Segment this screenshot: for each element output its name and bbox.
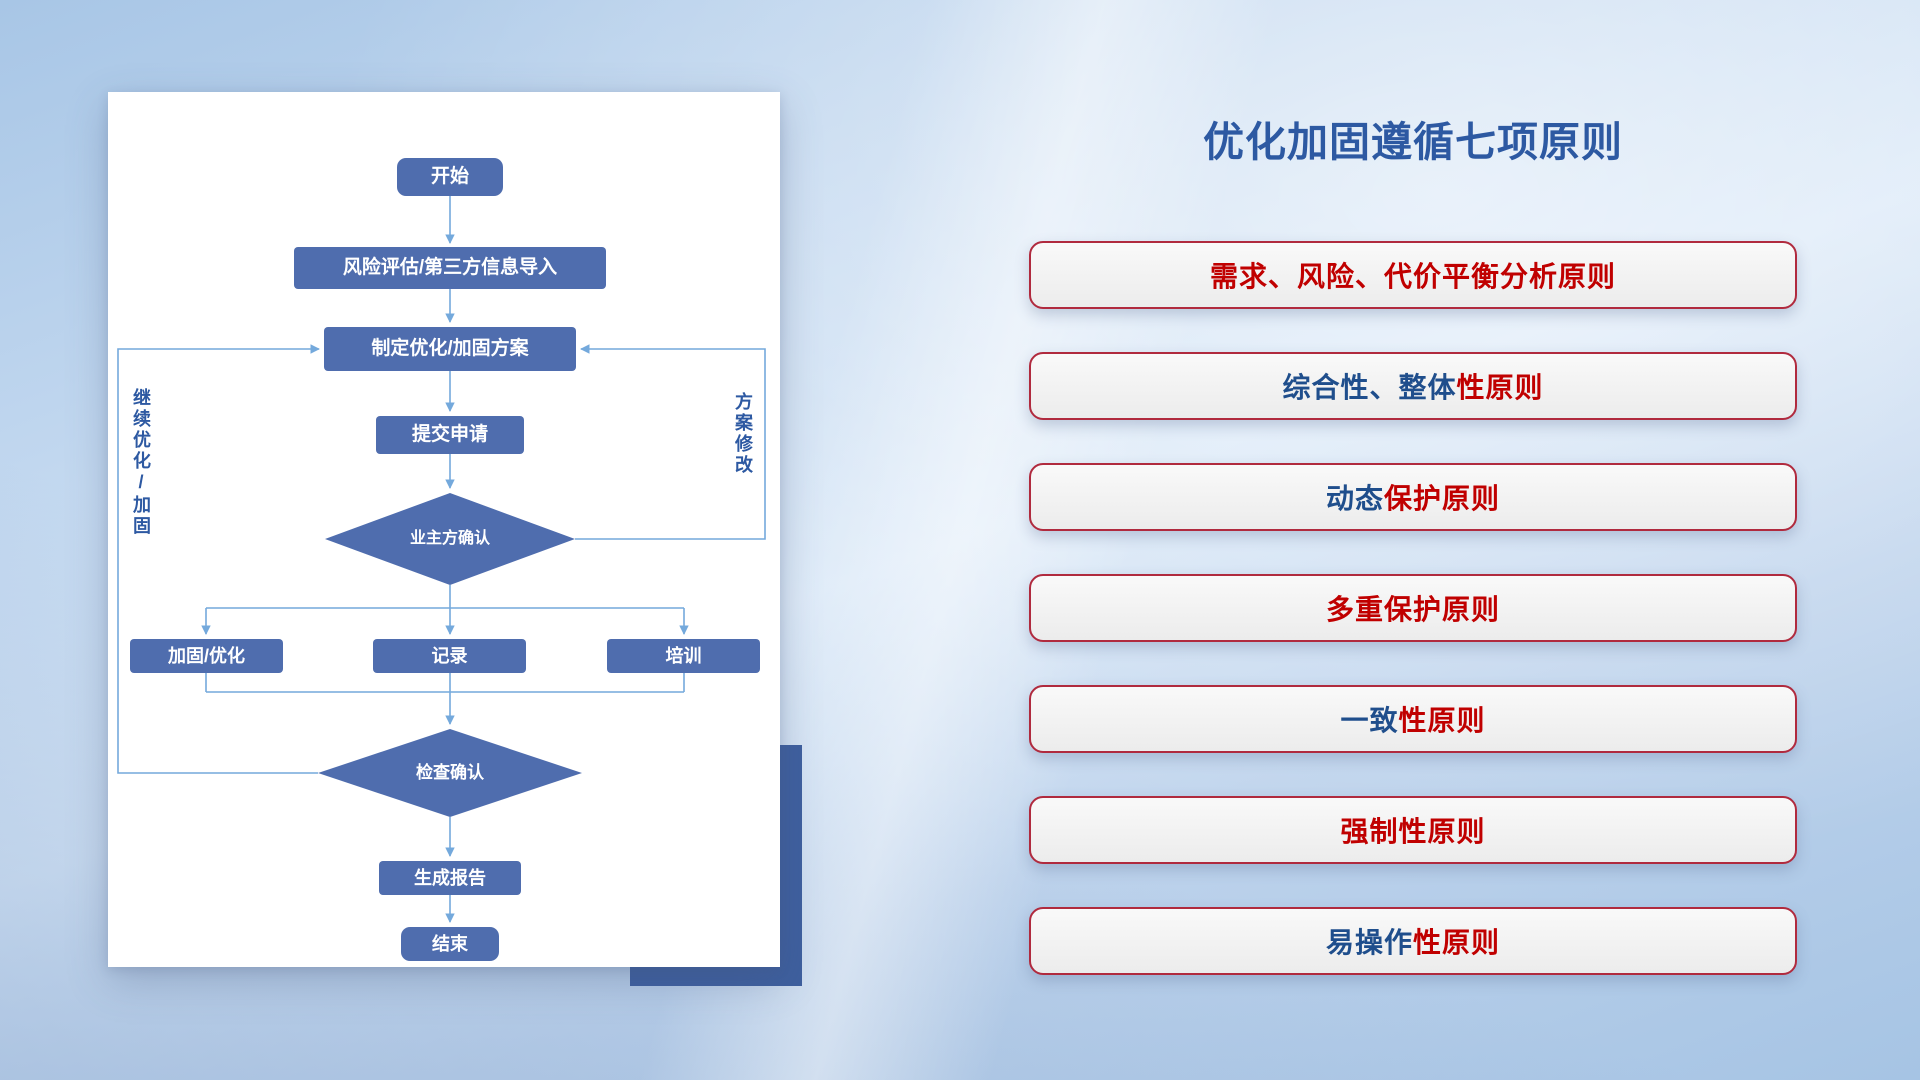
- flow-node-training: 培训: [607, 639, 760, 673]
- principle-1-text-red: 需求、风险、代价平衡分析原则: [1209, 261, 1616, 292]
- flow-node-make-plan: 制定优化/加固方案: [324, 327, 576, 371]
- flow-node-reinforce: 加固/优化: [130, 639, 283, 673]
- principles-panel: 优化加固遵循七项原则 需求、风险、代价平衡分析原则 综合性、整体性原则 动态保护…: [1029, 0, 1797, 1080]
- principle-7-text-red: 性原则: [1413, 927, 1501, 958]
- principle-pill-3: 动态保护原则: [1029, 463, 1797, 531]
- principle-pill-2: 综合性、整体性原则: [1029, 352, 1797, 420]
- principle-pill-4: 多重保护原则: [1029, 574, 1797, 642]
- principle-4-text-red: 多重保护原则: [1325, 594, 1500, 625]
- page-title: 优化加固遵循七项原则: [1203, 119, 1623, 165]
- flow-node-end: 结束: [401, 927, 499, 961]
- principle-5-text-blue: 一致: [1340, 705, 1399, 736]
- flow-node-submit: 提交申请: [376, 416, 524, 454]
- flow-node-record: 记录: [373, 639, 526, 673]
- flow-node-risk-import: 风险评估/第三方信息导入: [294, 247, 606, 289]
- principle-2-text-red: 性原则: [1456, 372, 1544, 403]
- principle-7-text-blue: 易操作: [1325, 927, 1413, 958]
- loop-label-plan-revise: 方案修改: [733, 392, 753, 476]
- principle-pill-7: 易操作性原则: [1029, 907, 1797, 975]
- principle-pill-5: 一致性原则: [1029, 685, 1797, 753]
- principles-list: 需求、风险、代价平衡分析原则 综合性、整体性原则 动态保护原则 多重保护原则 一…: [1029, 241, 1797, 975]
- principle-pill-6: 强制性原则: [1029, 796, 1797, 864]
- loop-label-continue-optimize: 继续优化/加固: [131, 388, 151, 537]
- principle-3-text-red: 保护原则: [1384, 483, 1501, 514]
- principle-3-text-blue: 动态: [1325, 483, 1384, 514]
- principle-pill-1: 需求、风险、代价平衡分析原则: [1029, 241, 1797, 309]
- flowchart-card: 开始 风险评估/第三方信息导入 制定优化/加固方案 提交申请 业主方确认 加固/…: [108, 92, 780, 967]
- flow-connector-lines: [117, 196, 766, 923]
- flow-node-report: 生成报告: [379, 861, 521, 895]
- principle-5-text-red: 性原则: [1398, 705, 1486, 736]
- flow-node-start: 开始: [397, 158, 503, 196]
- principle-6-text-red: 强制性原则: [1340, 816, 1486, 847]
- principle-2-text-blue: 综合性、整体: [1282, 372, 1457, 403]
